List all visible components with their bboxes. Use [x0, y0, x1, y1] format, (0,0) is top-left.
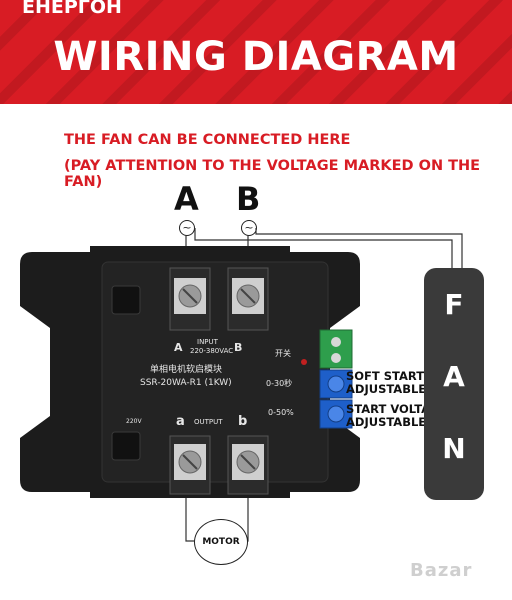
voltage-warning-note: (PAY ATTENTION TO THE VOLTAGE MARKED ON …: [64, 158, 481, 190]
input-label: INPUT: [197, 338, 218, 346]
page-title: WIRING DIAGRAM: [53, 34, 459, 80]
output-label: OUTPUT: [194, 418, 223, 426]
module-chinese-title: 单相电机软启模块: [150, 365, 223, 375]
fan-letter: N: [442, 432, 466, 465]
input-a-label: A: [174, 341, 183, 354]
start-voltage-line2: ADJUSTABLE: [346, 415, 427, 429]
output-b-label: b: [238, 414, 248, 429]
brand-name: ЕНЕРГОН: [22, 0, 122, 18]
start-voltage-callout: START VOLTAGE ADJUSTABLE: [346, 403, 447, 429]
fan-connection-note: THE FAN CAN BE CONNECTED HERE: [64, 132, 351, 148]
header-banner: ЕНЕРГОН WIRING DIAGRAM: [0, 0, 512, 104]
fan-letter: F: [444, 288, 464, 321]
terminal-b-label: B: [236, 180, 261, 218]
input-b-label: B: [234, 341, 243, 354]
fan-letter: A: [443, 360, 465, 393]
input-voltage: 220-380VAC: [190, 347, 234, 355]
module-model: SSR-20WA-R1 (1KW): [140, 378, 232, 388]
start-voltage-line1: START VOLTAGE: [346, 402, 448, 416]
terminal-a-label: A: [174, 180, 199, 218]
watermark-logo: Bazar: [410, 560, 473, 581]
fan-box: F A N: [424, 268, 484, 500]
soft-start-line2: ADJUSTABLE: [346, 382, 427, 396]
switch-label: 开关: [275, 349, 291, 358]
voltage-range-label: 0-50%: [268, 408, 294, 417]
output-voltage: 220V: [126, 418, 142, 425]
soft-start-module: [20, 246, 360, 498]
time-range-label: 0-30秒: [266, 379, 293, 388]
motor-symbol: MOTOR: [194, 519, 248, 565]
banner-pattern: [0, 0, 512, 104]
output-a-label: a: [176, 414, 185, 429]
